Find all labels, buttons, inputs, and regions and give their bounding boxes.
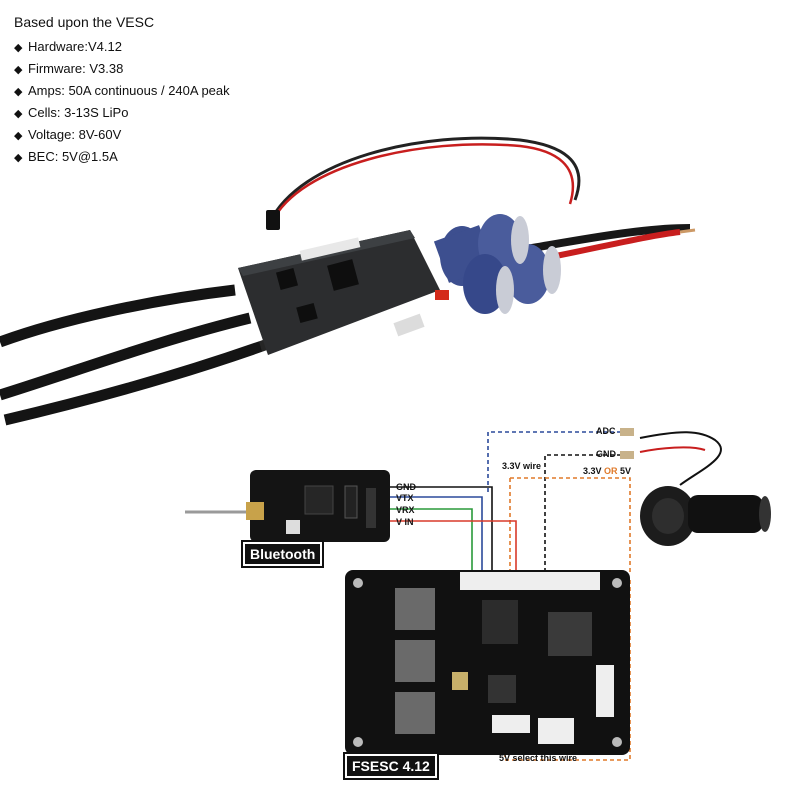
pin-label-gnd: GND: [396, 482, 416, 492]
spec-item: ◆BEC: 5V@1.5A: [14, 149, 118, 165]
pin-label-vin: V IN: [396, 517, 414, 527]
specs-list: ◆Hardware:V4.12 ◆Firmware: V3.38 ◆Amps: …: [14, 40, 230, 172]
voltage-select-label: 3.3V OR 5V: [583, 466, 632, 476]
5v-wire: [510, 477, 631, 572]
jst-connector-icon: [266, 210, 280, 230]
throttle-grip-icon: [640, 486, 771, 546]
bluetooth-module: [185, 470, 390, 542]
spec-item: ◆Voltage: 8V-60V: [14, 127, 122, 143]
select-wire-label: 5V select this wire: [499, 753, 578, 763]
diamond-bullet-icon: ◆: [14, 108, 23, 120]
wire-3v3-label: 3.3V wire: [502, 461, 542, 471]
board-label: FSESC 4.12: [343, 752, 439, 780]
gnd-dashed-wire: [544, 454, 620, 572]
adc-label: ADC: [596, 426, 616, 436]
spec-item: ◆Firmware: V3.38: [14, 61, 124, 77]
bluetooth-label: Bluetooth: [240, 540, 325, 568]
spec-item: ◆Hardware:V4.12: [14, 39, 122, 55]
esc-photo: [0, 136, 696, 426]
specs-title: Based upon the VESC: [14, 14, 155, 30]
pin-label-vtx: VTX: [396, 493, 414, 503]
wiring-diagram: [185, 428, 771, 761]
fsesc-board: [345, 570, 630, 755]
diamond-bullet-icon: ◆: [14, 64, 23, 76]
capacitor-bank: [433, 214, 561, 314]
gnd-label: GND: [596, 449, 616, 459]
diamond-bullet-icon: ◆: [14, 86, 23, 98]
diamond-bullet-icon: ◆: [14, 130, 23, 142]
diamond-bullet-icon: ◆: [14, 152, 23, 164]
pin-label-vrx: VRX: [396, 505, 415, 515]
spec-item: ◆Cells: 3-13S LiPo: [14, 105, 129, 121]
diamond-bullet-icon: ◆: [14, 42, 23, 54]
adc-wire: [487, 431, 620, 492]
spec-item: ◆Amps: 50A continuous / 240A peak: [14, 83, 230, 99]
